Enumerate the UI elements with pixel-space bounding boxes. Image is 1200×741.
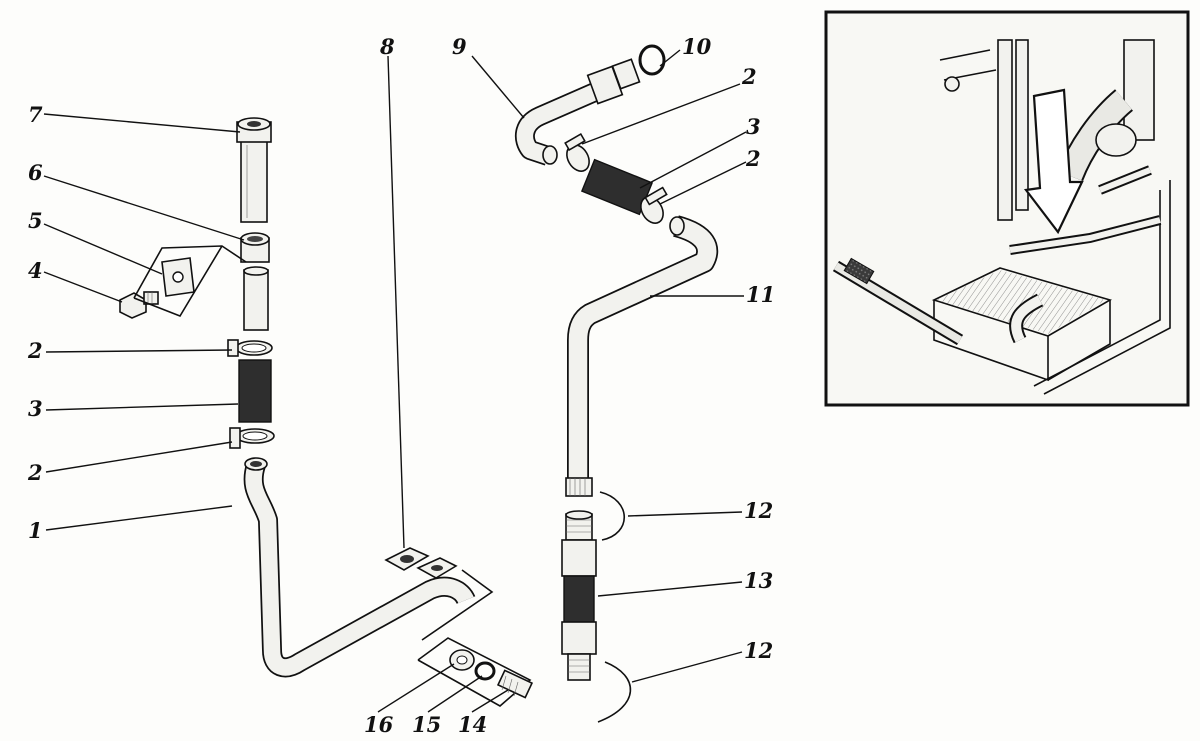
label-16: 16 xyxy=(364,712,394,737)
part-9-upper-bent-pipe xyxy=(514,58,641,166)
label-2-d: 2 xyxy=(745,146,761,171)
label-9: 9 xyxy=(452,34,467,59)
label-12-b: 12 xyxy=(744,638,773,663)
part-11-long-pipe xyxy=(565,215,719,497)
middle-tube-segment xyxy=(243,266,269,331)
label-3-b: 3 xyxy=(746,114,761,139)
label-2-a: 2 xyxy=(27,338,43,363)
label-4: 4 xyxy=(28,258,43,283)
part-2-clamp-middle-upper xyxy=(564,132,590,172)
label-15: 15 xyxy=(412,712,441,737)
label-11: 11 xyxy=(746,282,775,307)
part-2-clamp-middle-lower xyxy=(640,186,668,224)
part-8-flange xyxy=(384,547,458,579)
leader-lines xyxy=(43,49,747,713)
part-4-bolt xyxy=(119,291,159,319)
label-6: 6 xyxy=(28,160,43,185)
part-15-ring xyxy=(474,661,496,681)
part-5-plate xyxy=(161,257,195,297)
label-12-a: 12 xyxy=(744,498,773,523)
label-3-a: 3 xyxy=(28,396,43,421)
part-1-bent-pipe xyxy=(243,457,476,678)
label-10: 10 xyxy=(682,34,712,59)
part-16-washer xyxy=(449,649,475,671)
label-5: 5 xyxy=(28,208,43,233)
part-13-flex-hose xyxy=(561,510,597,681)
part-12-ring-upper xyxy=(599,491,626,541)
label-13: 13 xyxy=(744,568,773,593)
label-7: 7 xyxy=(28,102,43,127)
part-2-clamp-left-upper xyxy=(227,339,273,357)
part-2-clamp-left-lower xyxy=(229,427,275,449)
label-2-c: 2 xyxy=(741,64,757,89)
part-7-upper-tube xyxy=(236,117,272,223)
label-8: 8 xyxy=(379,34,395,59)
part-6-sleeve xyxy=(240,232,270,263)
label-1: 1 xyxy=(28,518,43,543)
part-14-plug xyxy=(496,669,534,699)
inset-location-view xyxy=(824,10,1190,407)
label-2-b: 2 xyxy=(27,460,43,485)
label-14: 14 xyxy=(458,712,487,737)
part-10-ring xyxy=(638,44,666,76)
part-12-ring-lower xyxy=(597,661,632,723)
part-3-hose-left xyxy=(238,359,272,423)
